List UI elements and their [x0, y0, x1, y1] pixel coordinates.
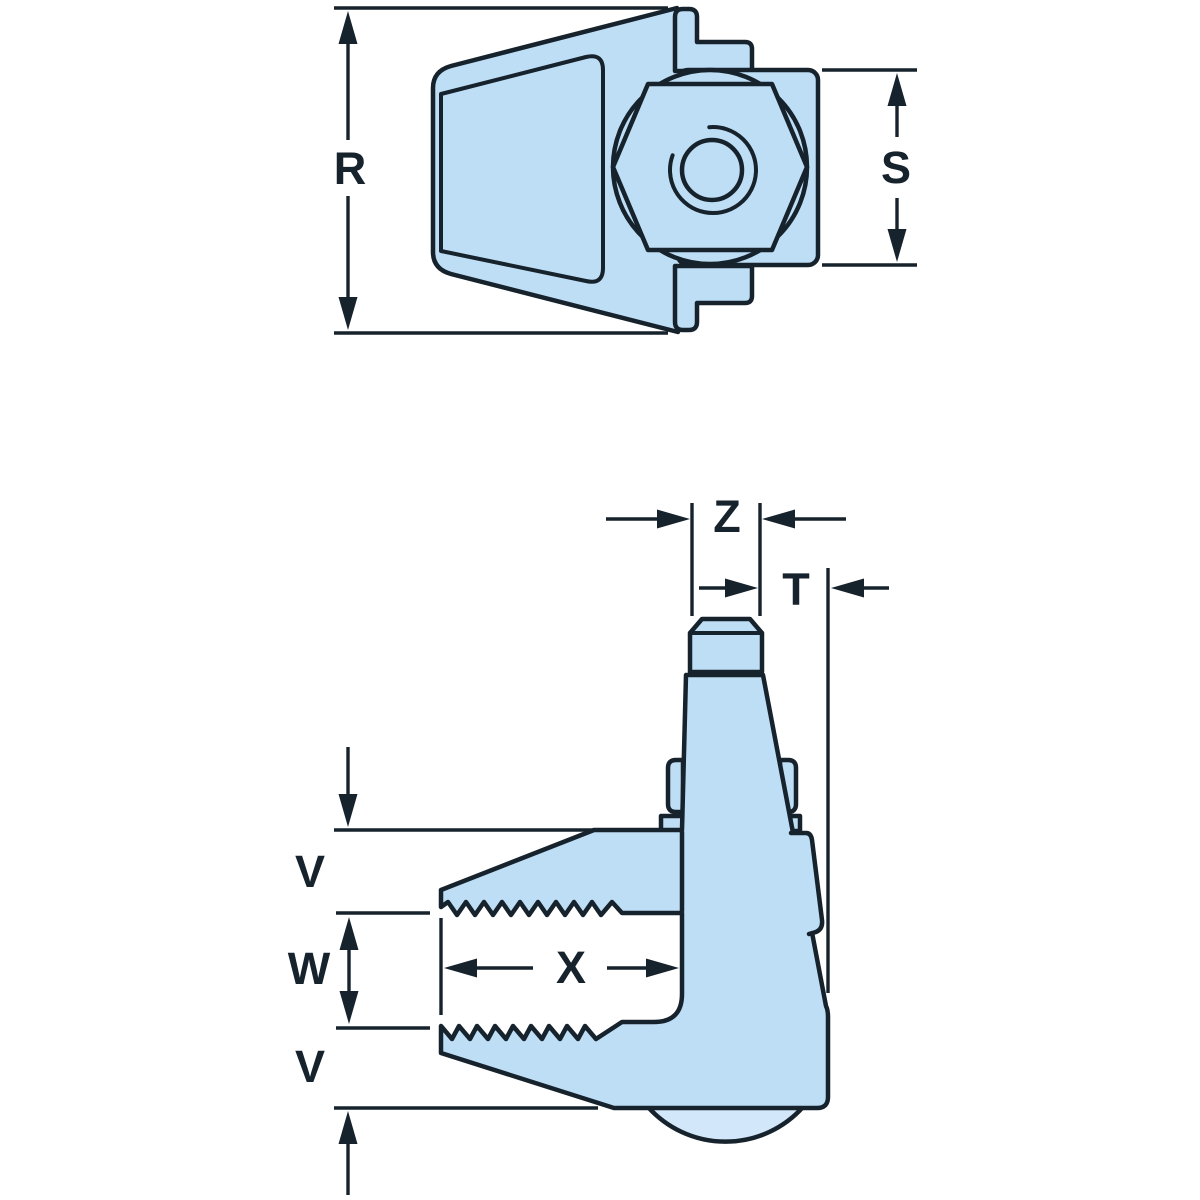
- dimension-R: R: [334, 6, 668, 335]
- w-arrowhead-down: [339, 991, 359, 1024]
- clamp-c-body: [438, 672, 831, 1111]
- dim-label-T: T: [782, 564, 810, 615]
- s-arrowhead-down: [887, 229, 907, 262]
- outer-arrowhead-down: [338, 794, 358, 827]
- dim-label-V-top: V: [295, 846, 325, 897]
- x-arrowhead-right: [646, 958, 679, 978]
- bottom-round-boss: [645, 1104, 806, 1144]
- r-arrowhead-up: [338, 11, 358, 44]
- top-flange-tab: [672, 6, 755, 74]
- clamp-body-face-panel: [439, 54, 605, 284]
- dimension-X: X: [439, 918, 679, 1015]
- side-view: Z T V W V: [288, 491, 889, 1195]
- r-arrowhead-down: [338, 297, 358, 330]
- dim-label-S: S: [881, 142, 911, 193]
- dim-label-W: W: [288, 943, 331, 994]
- nut-inner-chamfer-arc: [668, 125, 758, 216]
- dimension-VWV: V W V: [288, 747, 598, 1195]
- dim-label-R: R: [334, 143, 367, 194]
- dim-label-V-bottom: V: [295, 1041, 325, 1092]
- x-arrowhead-left: [444, 958, 477, 978]
- outer-arrowhead-up: [338, 1111, 358, 1144]
- t-arrowhead-left: [831, 578, 864, 598]
- dimension-S: S: [822, 68, 917, 267]
- dim-label-X: X: [556, 942, 586, 993]
- dimension-T: T: [699, 564, 889, 993]
- w-arrowhead-up: [339, 917, 359, 950]
- bolt-hole: [679, 137, 745, 203]
- front-view: R S: [334, 5, 917, 335]
- nut-tab-left: [665, 757, 686, 815]
- s-arrowhead-up: [887, 73, 907, 106]
- dim-label-Z: Z: [713, 491, 741, 542]
- z-arrowhead-left: [762, 509, 795, 529]
- dimension-Z: Z: [606, 491, 846, 616]
- pressure-plate-outline: [788, 830, 825, 937]
- z-arrowhead-right: [657, 509, 690, 529]
- t-arrowhead-right: [725, 578, 758, 598]
- clamp-body-fill: [433, 8, 678, 332]
- screw-cap: [687, 616, 765, 675]
- bottom-flange-tab: [672, 263, 755, 333]
- clamp-body-outline: [430, 5, 681, 335]
